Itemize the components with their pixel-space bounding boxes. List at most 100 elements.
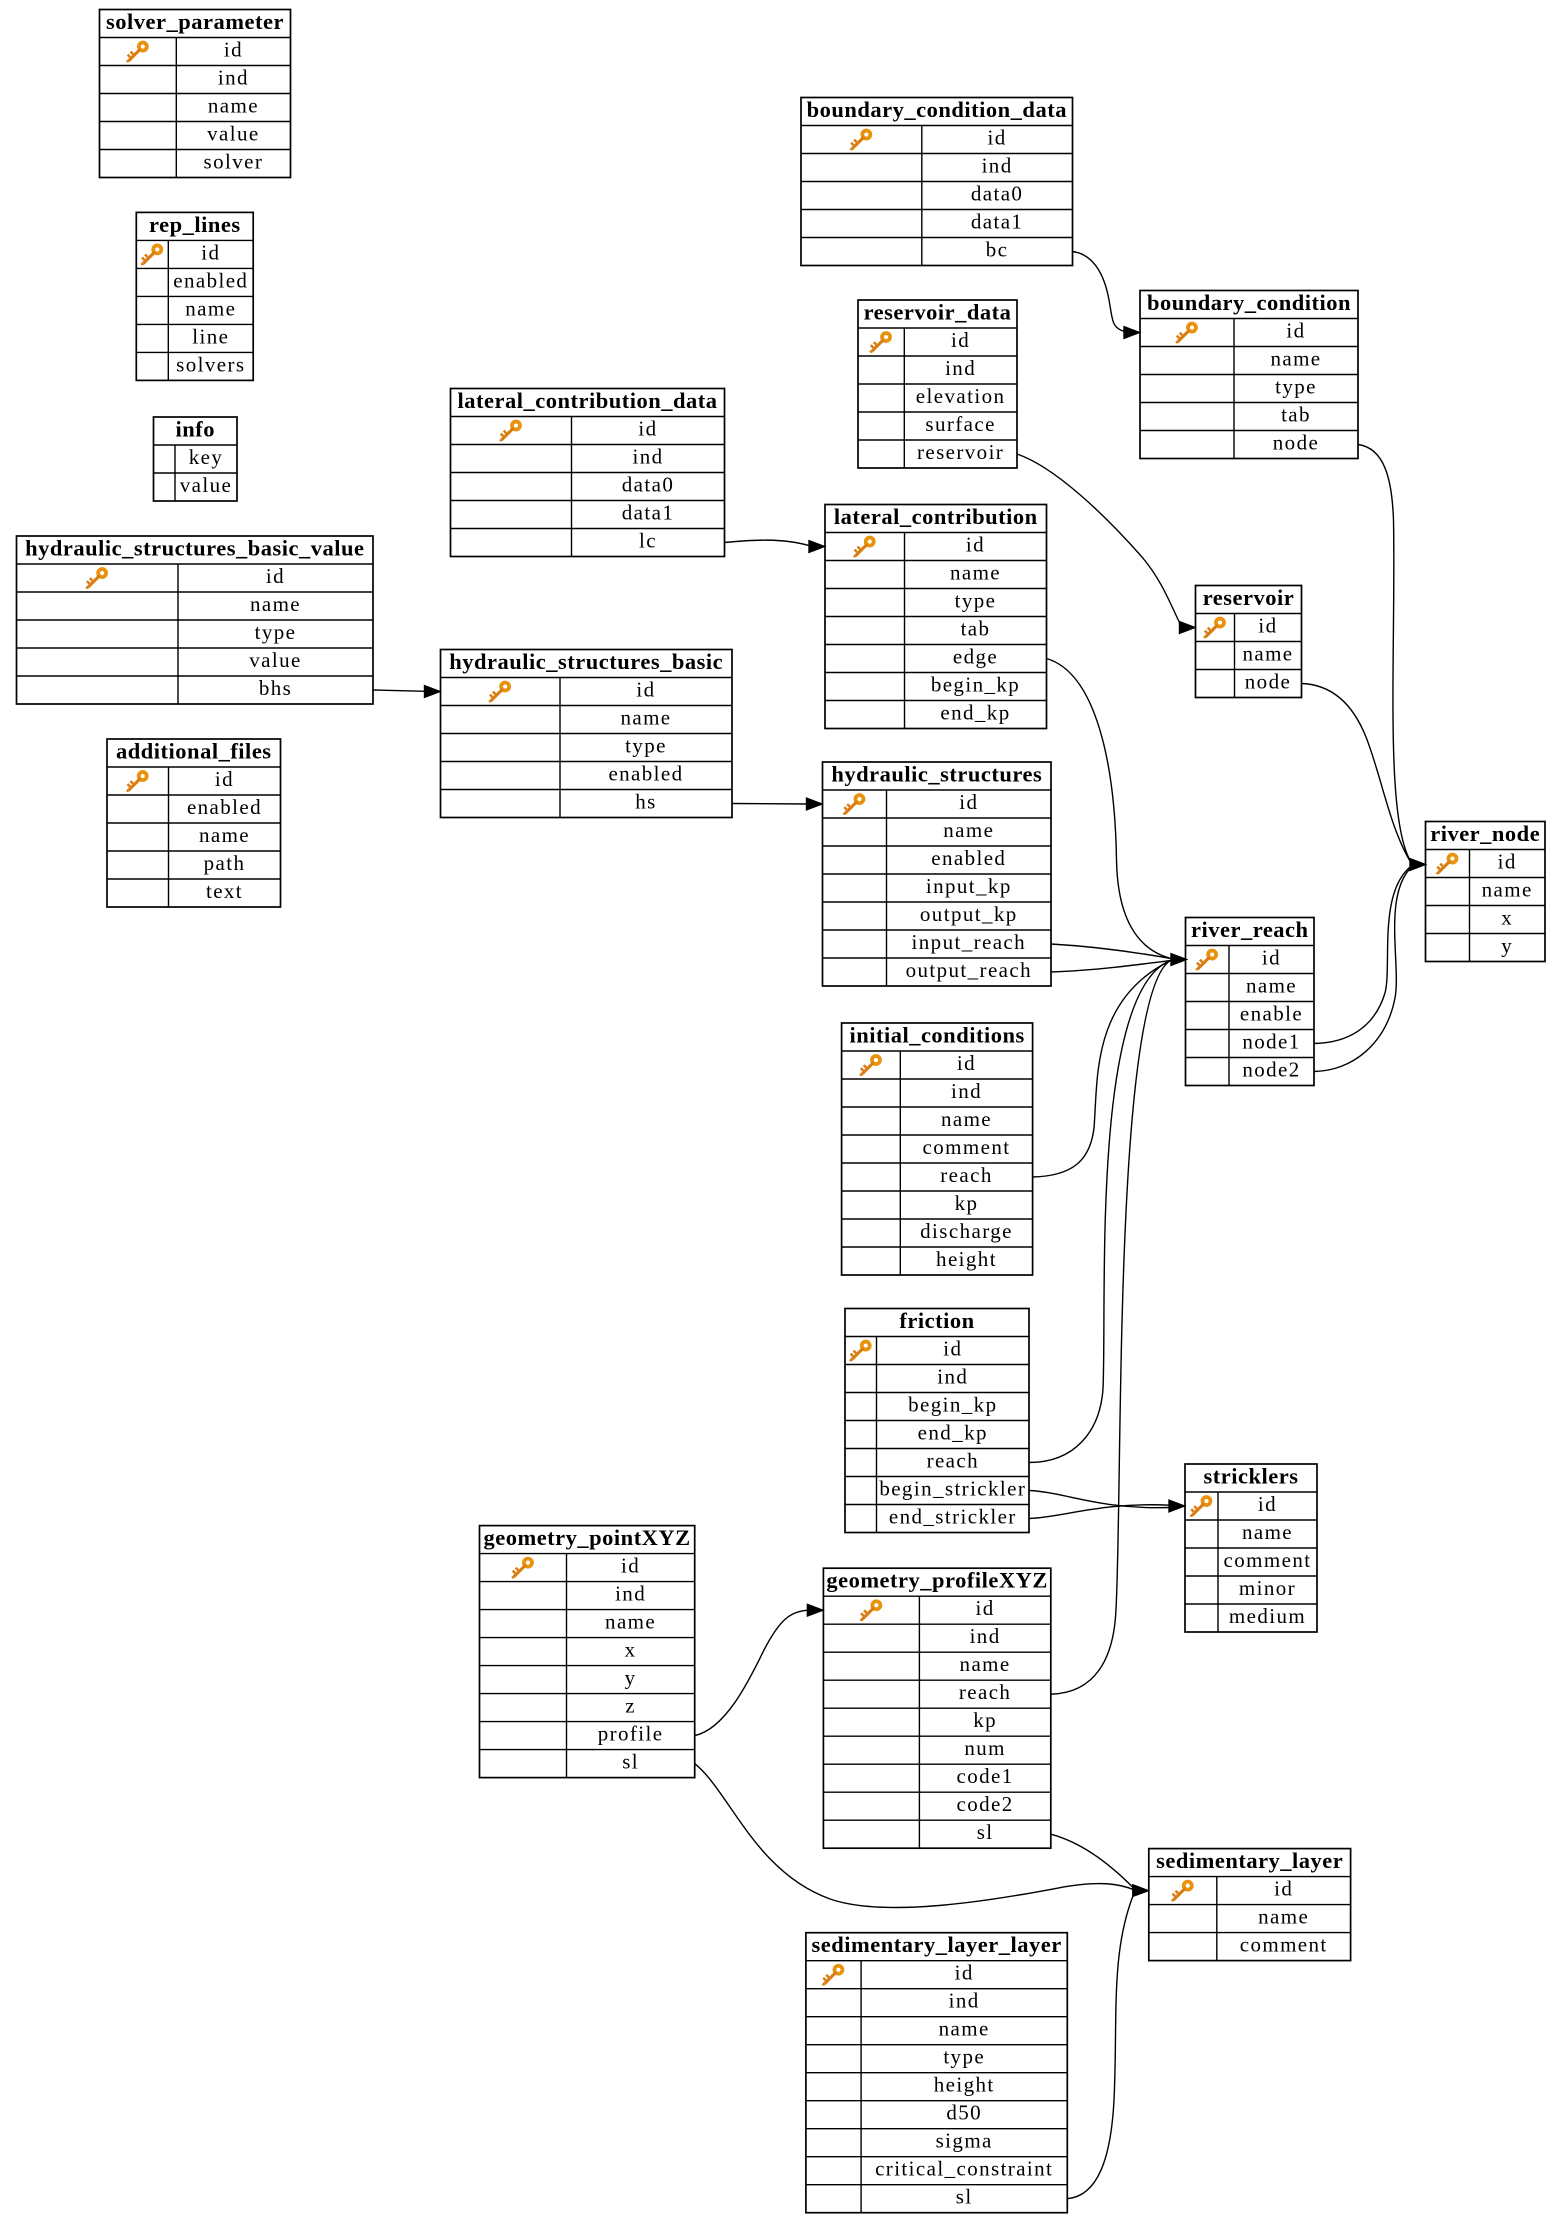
svg-text:id: id [215,767,234,791]
svg-text:reach: reach [927,1449,979,1473]
svg-text:node2: node2 [1242,1058,1300,1082]
svg-text:begin_kp: begin_kp [931,673,1020,697]
svg-text:enabled: enabled [931,846,1006,870]
svg-text:critical_constraint: critical_constraint [875,2157,1053,2181]
svg-text:begin_kp: begin_kp [908,1393,997,1417]
svg-text:id: id [957,1051,976,1075]
svg-text:name: name [605,1610,656,1634]
svg-text:num: num [964,1736,1006,1760]
svg-text:id: id [988,126,1007,150]
svg-text:data0: data0 [971,182,1023,206]
svg-text:name: name [939,2017,990,2041]
svg-text:hydraulic_structures: hydraulic_structures [831,762,1042,787]
svg-text:boundary_condition: boundary_condition [1147,290,1351,315]
svg-text:id: id [224,38,243,62]
svg-text:friction: friction [899,1308,974,1333]
svg-text:id: id [951,328,970,352]
svg-text:id: id [955,1961,974,1985]
svg-text:id: id [976,1596,995,1620]
svg-text:id: id [1258,614,1277,638]
svg-text:type: type [625,734,667,758]
svg-text:text: text [206,879,243,903]
svg-text:value: value [180,473,232,497]
svg-text:id: id [636,678,655,702]
svg-text:info: info [175,417,215,442]
svg-text:name: name [208,94,259,118]
svg-text:profile: profile [598,1722,664,1746]
svg-text:edge: edge [953,645,998,669]
svg-text:key: key [189,445,224,469]
svg-text:y: y [1501,934,1513,958]
svg-text:type: type [1275,375,1317,399]
svg-text:enabled: enabled [173,268,248,292]
svg-text:name: name [1270,347,1321,371]
svg-text:sedimentary_layer: sedimentary_layer [1156,1848,1343,1873]
svg-text:tab: tab [961,617,991,641]
svg-text:lateral_contribution: lateral_contribution [834,504,1038,529]
svg-text:x: x [1501,906,1513,930]
svg-text:height: height [934,2073,995,2097]
svg-text:enabled: enabled [608,762,683,786]
svg-text:ind: ind [951,1079,982,1103]
svg-text:hydraulic_structures_basic_val: hydraulic_structures_basic_value [25,536,364,561]
svg-text:name: name [950,561,1001,585]
svg-text:name: name [1246,974,1297,998]
svg-text:type: type [255,620,297,644]
svg-text:value: value [207,122,259,146]
svg-text:sl: sl [956,2185,973,2209]
svg-text:bhs: bhs [259,676,292,700]
svg-text:lateral_contribution_data: lateral_contribution_data [458,388,718,413]
svg-text:input_kp: input_kp [926,874,1012,898]
svg-text:reach: reach [940,1163,992,1187]
svg-text:type: type [955,589,997,613]
svg-text:name: name [1242,1520,1293,1544]
svg-text:sedimentary_layer_layer: sedimentary_layer_layer [812,1932,1062,1957]
svg-text:additional_files: additional_files [116,739,272,764]
svg-text:id: id [1498,850,1517,874]
svg-text:sigma: sigma [936,2129,993,2153]
svg-text:name: name [185,296,236,320]
svg-text:name: name [941,1107,992,1131]
svg-text:bc: bc [986,238,1009,262]
svg-text:surface: surface [925,412,995,436]
svg-text:stricklers: stricklers [1204,1464,1299,1489]
svg-text:path: path [204,851,246,875]
svg-text:ind: ind [218,66,249,90]
svg-text:river_reach: river_reach [1191,917,1309,942]
svg-text:node: node [1245,670,1291,694]
svg-text:solver_parameter: solver_parameter [106,9,284,34]
svg-text:d50: d50 [946,2101,982,2125]
svg-text:reservoir: reservoir [1203,585,1295,610]
svg-text:id: id [638,417,657,441]
svg-text:comment: comment [1224,1548,1312,1572]
svg-text:ind: ind [632,445,663,469]
svg-text:solvers: solvers [176,352,245,376]
svg-text:hs: hs [635,790,656,814]
svg-text:comment: comment [1240,1933,1328,1957]
svg-text:ind: ind [945,356,976,380]
svg-text:id: id [1274,1877,1293,1901]
svg-text:input_reach: input_reach [912,930,1027,954]
svg-text:name: name [250,592,301,616]
svg-text:end_strickler: end_strickler [889,1505,1017,1529]
svg-text:code2: code2 [957,1792,1014,1816]
svg-text:ind: ind [949,1989,980,2013]
svg-text:reservoir_data: reservoir_data [864,300,1012,325]
svg-text:ind: ind [937,1365,968,1389]
svg-text:name: name [960,1652,1011,1676]
svg-text:kp: kp [973,1708,997,1732]
svg-text:id: id [966,533,985,557]
svg-text:id: id [201,240,220,264]
svg-text:name: name [1258,1905,1309,1929]
svg-text:sl: sl [977,1820,994,1844]
svg-text:data1: data1 [971,210,1023,234]
svg-text:name: name [943,818,994,842]
svg-text:name: name [620,706,671,730]
svg-text:rep_lines: rep_lines [149,212,241,237]
svg-text:discharge: discharge [920,1219,1013,1243]
svg-text:river_node: river_node [1430,821,1540,846]
svg-text:enabled: enabled [187,795,262,819]
svg-text:boundary_condition_data: boundary_condition_data [807,97,1067,122]
svg-text:id: id [943,1337,962,1361]
svg-text:reach: reach [959,1680,1011,1704]
